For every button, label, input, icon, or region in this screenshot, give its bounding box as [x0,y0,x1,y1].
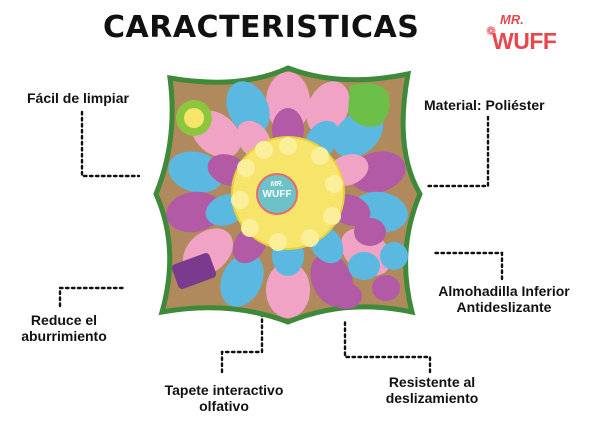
product-badge-line2: WUFF [262,189,292,200]
feature-interactive-mat-line2: olfativo [199,398,249,414]
product-badge-line1: MR. [270,181,284,188]
fabric-rolls [330,218,408,309]
feature-non-slip-pad-line1: Almohadilla Inferior [438,283,570,299]
feature-reduces-boredom-line1: Reduce el [30,312,98,328]
green-flower [176,100,212,136]
dog-icon: ❁ [486,24,497,38]
connector-boredom [58,286,128,308]
feature-material: Material: Poliéster [424,97,545,113]
product-badge: MR. WUFF [256,173,298,215]
purple-flap [171,253,217,289]
feature-reduces-boredom: Reduce el aburrimiento [14,312,114,344]
feature-reduces-boredom-line2: aburrimiento [21,328,107,344]
connector-material [426,115,490,188]
yellow-fringe [231,137,343,251]
brand-logo-line2: WUFF [492,28,557,54]
connector-slip-resistant [343,320,432,374]
connector-easy-clean [80,110,141,178]
feature-slip-resistant: Resistente al deslizamiento [380,374,484,406]
feature-easy-clean: Fácil de limpiar [27,90,129,106]
feature-non-slip-pad: Almohadilla Inferior Antideslizante [431,283,577,315]
feature-slip-resistant-line1: Resistente al [388,374,476,390]
feature-non-slip-pad-line2: Antideslizante [456,299,552,315]
connector-interactive [220,310,264,374]
green-pocket [348,83,390,127]
brand-logo-line1: MR. [500,12,524,27]
feature-interactive-mat: Tapete interactivo olfativo [152,382,296,414]
feature-interactive-mat-line1: Tapete interactivo [164,382,284,398]
page-title: CARACTERISTICAS [103,10,420,45]
brand-logo: ❁ MR. WUFF [486,12,557,66]
feature-slip-resistant-line2: deslizamiento [385,390,479,406]
connector-non-slip [432,251,504,281]
